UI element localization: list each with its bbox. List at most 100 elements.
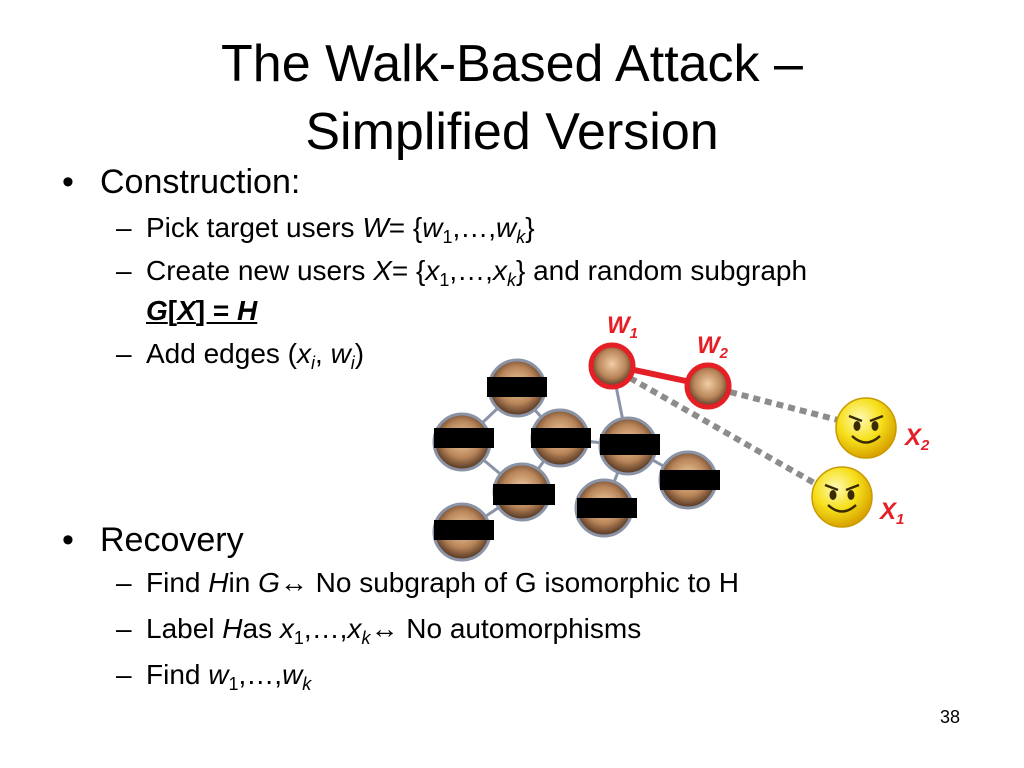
item-text: Add edges ( <box>146 338 297 369</box>
censor-bar <box>493 484 555 505</box>
math-var: X <box>177 295 196 326</box>
item-text: = { <box>388 212 423 243</box>
slide-title-line-2: Simplified Version <box>305 103 719 161</box>
censor-bar <box>660 470 720 490</box>
item-text: in <box>228 567 259 598</box>
attacker-node-x1 <box>811 466 873 528</box>
math-var: G <box>146 295 168 326</box>
math-var: H <box>208 567 229 598</box>
math-var: x <box>492 255 507 286</box>
item-text: ,…, <box>452 212 497 243</box>
label-letter: W <box>697 332 722 359</box>
math-subscript: k <box>516 227 526 247</box>
math-var: H <box>222 613 243 644</box>
label-x1: X1 <box>878 498 904 528</box>
math-var: X <box>373 255 392 286</box>
label-w2: W2 <box>697 332 729 362</box>
math-var: x <box>279 613 294 644</box>
target-node-w1 <box>588 342 636 390</box>
smiley-eye <box>829 490 837 500</box>
item-text: } <box>525 212 535 243</box>
attacker-node-x2 <box>835 397 897 459</box>
item-text: as <box>242 613 280 644</box>
slide-title-line-1: The Walk-Based Attack – <box>221 35 803 93</box>
recovery-item-label-h: Label H as x 1 ,…, x k ↔ No automorphism… <box>146 611 641 656</box>
item-text: ↔ No automorphisms <box>370 613 642 644</box>
censor-bar <box>434 428 494 448</box>
user-node <box>598 416 660 476</box>
label-subscript: 1 <box>896 511 904 528</box>
math-subscript: 1 <box>293 628 304 648</box>
censor-bar <box>600 434 660 455</box>
label-subscript: 2 <box>920 437 930 454</box>
item-text: ] = <box>195 295 238 326</box>
math-subscript: 1 <box>439 270 450 290</box>
smiley-eye <box>871 421 879 431</box>
item-text: Find <box>146 659 209 690</box>
target-user-photo <box>588 342 636 390</box>
smiley-eye <box>847 490 855 500</box>
angry-smiley-icon <box>811 466 873 528</box>
math-var: w <box>282 659 303 690</box>
label-x2: X2 <box>903 424 930 454</box>
label-subscript: 2 <box>719 345 729 362</box>
angry-smiley-icon <box>835 397 897 459</box>
dash-marker: – <box>116 613 132 644</box>
math-subscript: i <box>311 353 315 373</box>
construction-item-add-edges: Add edges ( x i , w i ) <box>146 336 364 381</box>
dash-marker: – <box>116 255 132 286</box>
smiley-mouth <box>827 504 857 513</box>
censor-bar <box>577 498 637 518</box>
user-node <box>574 478 637 538</box>
math-var: G <box>258 567 280 598</box>
user-node <box>530 408 591 468</box>
math-subscript: i <box>350 353 355 373</box>
target-edge-w1-w2 <box>633 367 687 384</box>
label-letter: W <box>607 312 632 339</box>
math-var: x <box>297 338 311 369</box>
math-var: w <box>208 659 229 690</box>
item-text: = { <box>391 255 426 286</box>
label-w1: W1 <box>607 312 638 342</box>
user-node <box>658 450 720 510</box>
bullet-marker: • <box>62 521 74 559</box>
item-text: ) <box>354 338 365 369</box>
math-subscript: k <box>361 628 371 648</box>
math-subscript: k <box>506 270 516 290</box>
construction-item-pick-targets: Pick target users W = { w 1 ,…, w k } <box>146 210 535 255</box>
math-subscript: 1 <box>442 227 453 247</box>
smiley-brows <box>824 483 860 492</box>
target-node-w2 <box>684 362 732 410</box>
math-var: w <box>496 212 517 243</box>
label-letter: X <box>903 424 923 451</box>
censor-bar <box>434 520 494 540</box>
dash-marker: – <box>116 212 132 243</box>
recovery-item-find-w: Find w 1 ,…, w k <box>146 657 311 702</box>
item-text: Label <box>146 613 223 644</box>
item-text: Create new users <box>146 255 374 286</box>
attack-edge-w2-x2 <box>729 389 839 423</box>
item-text: ,…, <box>303 613 348 644</box>
user-node <box>432 502 494 562</box>
dash-marker: – <box>116 659 132 690</box>
censor-bar <box>487 377 547 397</box>
item-text: Pick target users <box>146 212 363 243</box>
dash-marker: – <box>116 338 132 369</box>
user-node <box>492 462 555 522</box>
item-text: ,…, <box>238 659 283 690</box>
math-var: w <box>330 338 351 369</box>
smiley-mouth <box>851 435 881 444</box>
smiley-eye <box>853 421 861 431</box>
label-subscript: 1 <box>630 325 638 342</box>
construction-item-create-users: Create new users X = { x 1 ,…, x k } and… <box>146 253 807 298</box>
dash-marker: – <box>116 567 132 598</box>
recovery-item-find-h: Find H in G ↔ No subgraph of G isomorphi… <box>146 565 739 610</box>
math-subscript: k <box>302 674 312 694</box>
math-var: H <box>237 295 258 326</box>
page-number: 38 <box>940 707 961 727</box>
item-text: } and random subgraph <box>515 255 808 286</box>
item-text: Find <box>146 567 209 598</box>
item-text: [ <box>167 295 178 326</box>
